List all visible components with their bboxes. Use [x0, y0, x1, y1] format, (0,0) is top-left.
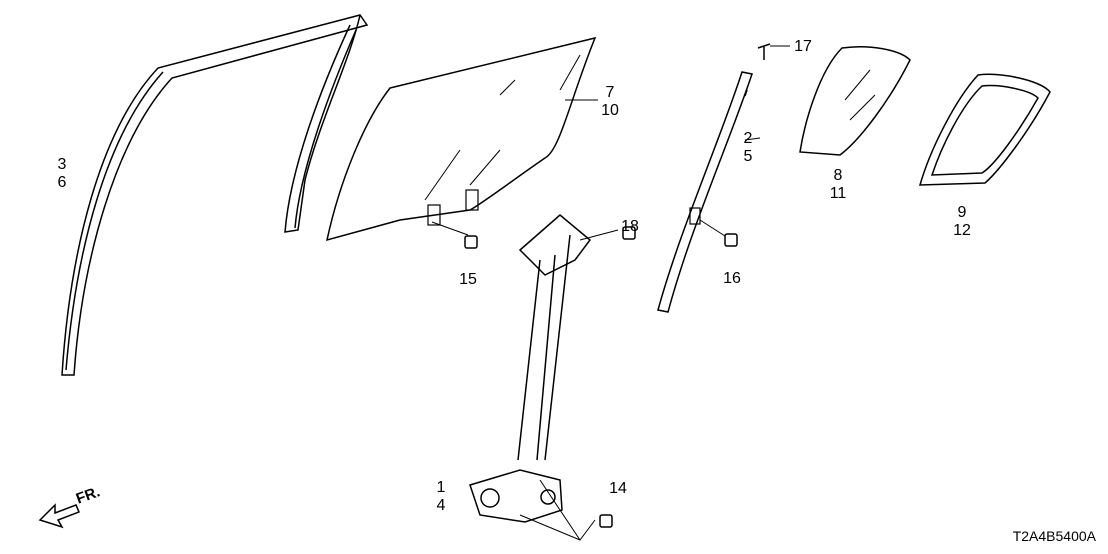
diagram-code: T2A4B5400A — [1012, 528, 1096, 544]
door-glass — [326, 36, 598, 242]
window-regulator — [469, 214, 636, 541]
quarter-weatherstrip — [918, 73, 1051, 186]
callout-15: 15 — [459, 271, 477, 288]
callout-14: 14 — [609, 480, 627, 497]
screw-17 — [757, 43, 790, 60]
bolt-15 — [431, 221, 478, 249]
bolt-16 — [699, 219, 738, 247]
door-run-channel — [61, 14, 369, 376]
callout-18: 18 — [621, 218, 639, 235]
front-direction-arrow — [38, 503, 80, 529]
callout-16: 16 — [723, 270, 741, 287]
quarter-glass — [799, 45, 911, 156]
center-sash-channel — [657, 71, 761, 313]
callout-17: 17 — [794, 38, 812, 55]
